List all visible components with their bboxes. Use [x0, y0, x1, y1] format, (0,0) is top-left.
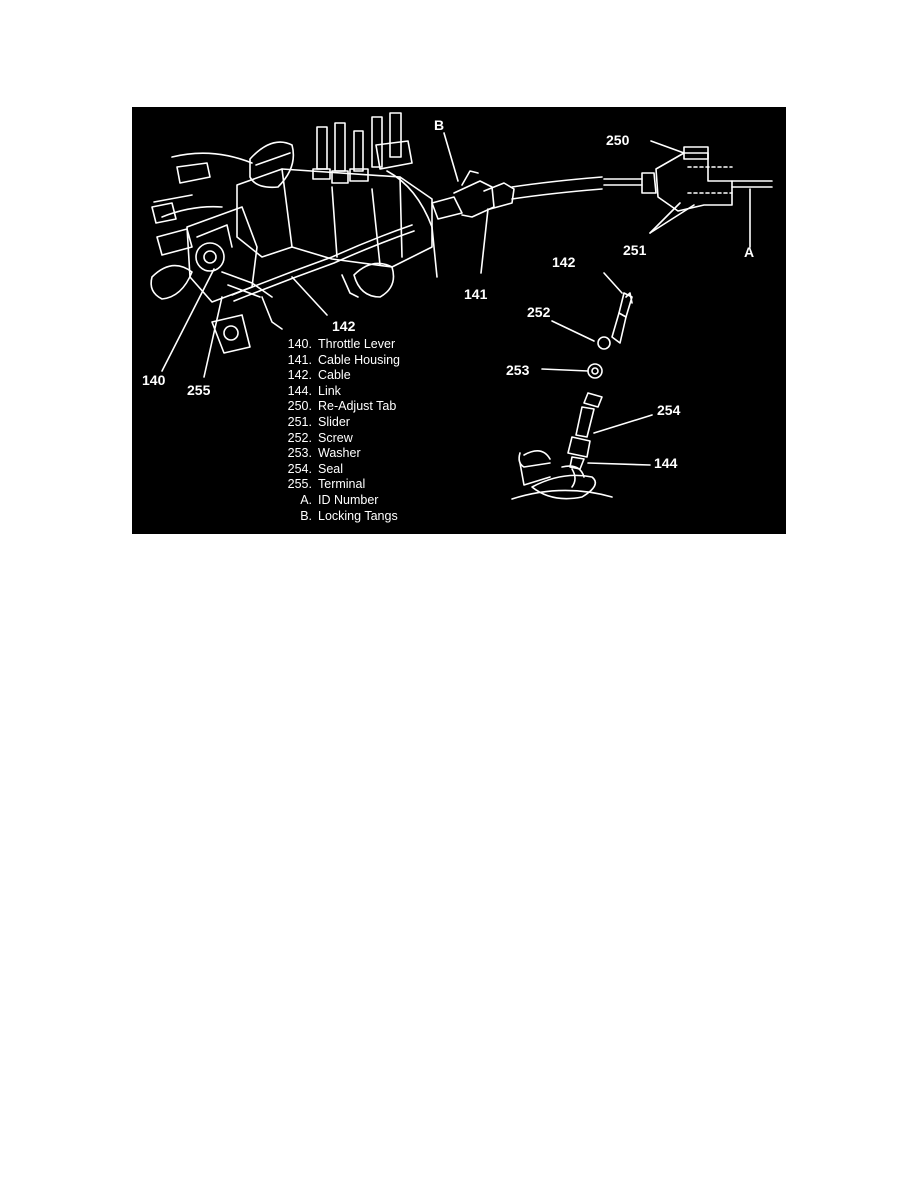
- legend-item: B. Locking Tangs: [280, 509, 400, 525]
- callout-141: 141: [464, 286, 488, 302]
- callout-a: A: [744, 244, 755, 260]
- legend-key: 255.: [287, 477, 312, 492]
- engine-assembly-drawing: [150, 112, 438, 354]
- legend-item: 141. Cable Housing: [280, 353, 400, 369]
- legend-item: 255. Terminal: [280, 477, 400, 493]
- legend-key: A.: [300, 492, 312, 507]
- callout-251: 251: [623, 242, 647, 258]
- legend-item: 253. Washer: [280, 446, 400, 462]
- legend-key: 253.: [287, 446, 312, 461]
- diagram-artwork: [150, 112, 773, 500]
- parts-legend: 140. Throttle Lever 141. Cable Housing 142. C…: [280, 337, 400, 524]
- legend-item: 254. Seal: [280, 462, 400, 478]
- diagram-figure: B 250 251 A 141 142 252 253 254 144 142 …: [132, 107, 786, 534]
- legend-label: Locking Tangs: [318, 508, 398, 523]
- callout-140: 140: [142, 372, 166, 388]
- legend-label: Screw: [318, 430, 353, 445]
- legend-key: 250.: [287, 399, 312, 414]
- legend-key: 141.: [287, 352, 312, 367]
- legend-label: Slider: [318, 414, 350, 429]
- legend-label: Re-Adjust Tab: [318, 399, 397, 414]
- legend-item: 142. Cable: [280, 368, 400, 384]
- legend-key: 252.: [287, 430, 312, 445]
- legend-key: 144.: [287, 383, 312, 398]
- legend-key: 140.: [287, 337, 312, 351]
- legend-key: 142.: [287, 368, 312, 383]
- legend-label: ID Number: [318, 492, 379, 507]
- legend-item: 250. Re-Adjust Tab: [280, 399, 400, 415]
- legend-label: Terminal: [318, 477, 366, 492]
- callout-144: 144: [654, 455, 678, 471]
- legend-item: 251. Slider: [280, 415, 400, 431]
- callout-b: B: [434, 117, 445, 133]
- callout-255: 255: [187, 382, 211, 398]
- legend-item: 140. Throttle Lever: [280, 337, 400, 353]
- legend-label: Washer: [318, 446, 361, 461]
- legend-label: Throttle Lever: [318, 337, 396, 351]
- callout-253: 253: [506, 362, 530, 378]
- legend-key: B.: [300, 508, 312, 523]
- callout-254: 254: [657, 402, 681, 418]
- legend-item: A. ID Number: [280, 493, 400, 509]
- legend-item: 252. Screw: [280, 431, 400, 447]
- legend-key: 254.: [287, 461, 312, 476]
- leader-lines: [161, 132, 751, 466]
- legend-label: Seal: [318, 461, 344, 476]
- callout-142-throttle: 142: [332, 318, 356, 334]
- legend-label: Link: [318, 383, 341, 398]
- cable-housing-drawing: [431, 170, 603, 220]
- legend-key: 251.: [287, 414, 312, 429]
- callout-250: 250: [606, 132, 630, 148]
- cable-end-detail-drawing: [511, 292, 633, 500]
- legend-label: Cable: [318, 368, 351, 383]
- legend-item: 144. Link: [280, 384, 400, 400]
- callout-142-cable-end: 142: [552, 254, 576, 270]
- slider-detail-drawing: [603, 146, 773, 212]
- legend-label: Cable Housing: [318, 352, 400, 367]
- callout-252: 252: [527, 304, 551, 320]
